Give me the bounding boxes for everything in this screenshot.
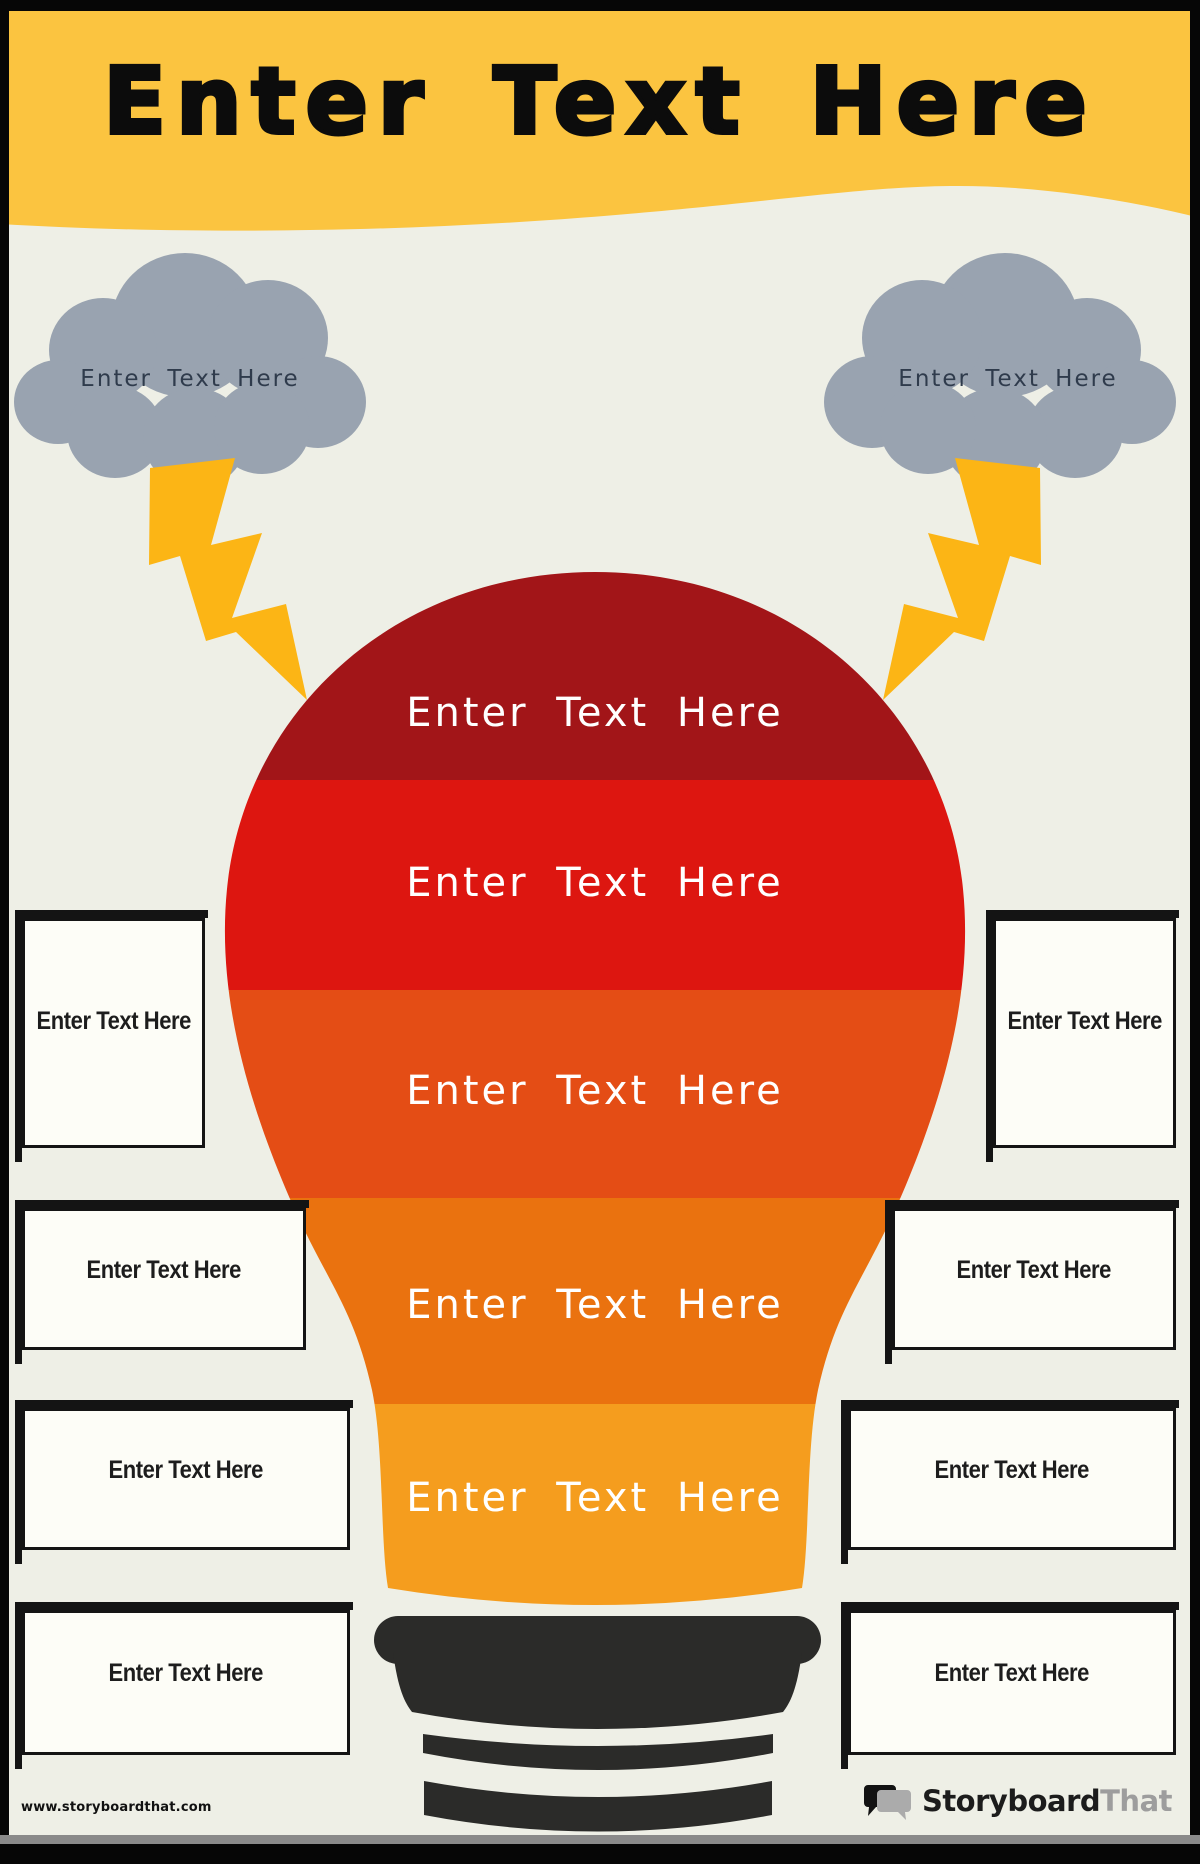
brand-primary: Storyboard <box>921 1784 1101 1818</box>
text-box-right-2-label: Enter Text Here <box>956 1255 1112 1284</box>
text-box-right-4-label: Enter Text Here <box>934 1659 1090 1687</box>
bulb-band-3[interactable] <box>150 990 1050 1198</box>
header-wave <box>0 10 1200 231</box>
text-box-left-2[interactable]: Enter Text Here <box>15 1200 309 1364</box>
bulb-band-2-label[interactable]: Enter Text Here <box>406 860 784 906</box>
page-title[interactable]: Enter Text Here <box>101 46 1097 157</box>
text-box-left-1-label: Enter Text Here <box>36 1006 191 1035</box>
lightning-right-icon <box>883 458 1041 700</box>
text-box-left-3-label: Enter Text Here <box>108 1455 264 1484</box>
speech-bubbles-icon <box>863 1785 911 1820</box>
site-url: www.storyboardthat.com <box>21 1800 212 1815</box>
text-box-left-2-label: Enter Text Here <box>86 1255 242 1284</box>
text-box-right-1-label: Enter Text Here <box>1007 1006 1162 1035</box>
bulb-base-icon <box>374 1616 821 1832</box>
bulb-band-1-label[interactable]: Enter Text Here <box>406 690 784 736</box>
bulb-band-4-label[interactable]: Enter Text Here <box>406 1282 784 1328</box>
border-right <box>1190 0 1200 1864</box>
text-box-right-1[interactable]: Enter Text Here <box>986 910 1179 1162</box>
text-box-left-1[interactable]: Enter Text Here <box>15 910 208 1162</box>
bulb-band-3-label[interactable]: Enter Text Here <box>406 1068 784 1114</box>
text-box-left-3[interactable]: Enter Text Here <box>15 1400 353 1564</box>
text-box-left-4-label: Enter Text Here <box>108 1659 264 1687</box>
cloud-left-label[interactable]: Enter Text Here <box>80 366 299 392</box>
border-top <box>0 0 1200 11</box>
bulb-band-2[interactable] <box>150 780 1050 990</box>
text-box-right-3[interactable]: Enter Text Here <box>841 1400 1179 1564</box>
text-box-left-4[interactable]: Enter Text Here <box>15 1602 353 1769</box>
lightning-left-icon <box>149 458 307 700</box>
text-box-right-4[interactable]: Enter Text Here <box>841 1602 1179 1769</box>
text-box-right-2[interactable]: Enter Text Here <box>885 1200 1179 1364</box>
text-box-right-3-label: Enter Text Here <box>934 1455 1090 1484</box>
cloud-right-label[interactable]: Enter Text Here <box>898 366 1117 392</box>
border-bottom <box>0 1844 1200 1864</box>
storyboardthat-logo: StoryboardThat <box>863 1779 1173 1823</box>
brand-secondary: That <box>1100 1784 1172 1818</box>
brand-wordmark: StoryboardThat <box>921 1784 1173 1818</box>
bulb-band-5-label[interactable]: Enter Text Here <box>406 1475 784 1521</box>
border-bottom-shadow <box>0 1835 1200 1844</box>
border-left <box>0 0 9 1864</box>
